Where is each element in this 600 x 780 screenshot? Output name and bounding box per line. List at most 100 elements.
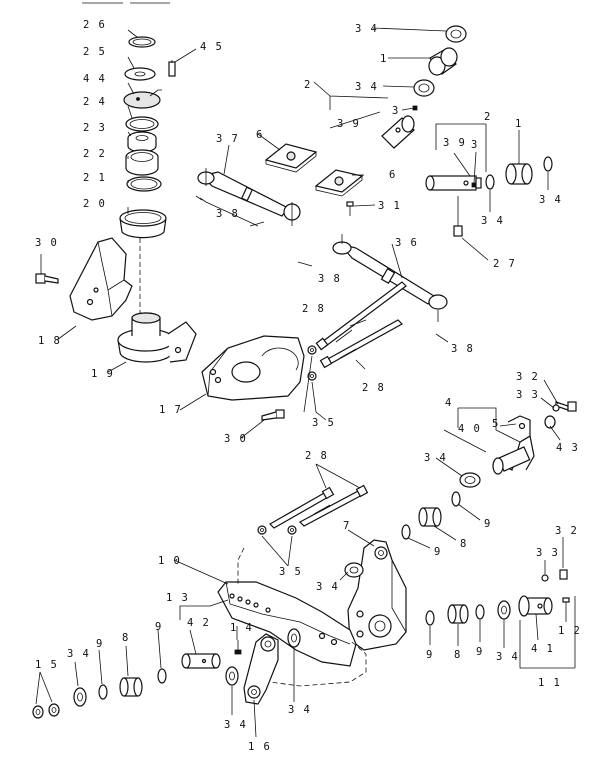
callout-7: 7 (343, 520, 351, 532)
callout-2-top: 2 (304, 79, 312, 91)
part-16-arm (243, 633, 279, 705)
callout-10: 1 0 (158, 555, 181, 567)
callout-4: 4 (445, 397, 453, 409)
callout-35-lower: 3 5 (279, 566, 302, 578)
leader-lines (35, 27, 576, 738)
callout-6-upper: 6 (256, 129, 264, 141)
part-1-bushing-right (505, 163, 533, 185)
part-15-nuts (32, 703, 60, 719)
part-12-pin-clip (562, 597, 570, 616)
part-27-screw (453, 196, 463, 237)
callout-38-right: 3 8 (451, 343, 474, 355)
part-10-axle-beam (217, 581, 357, 667)
part-30-bolt-lower (261, 409, 285, 421)
callout-9-e: 9 (96, 638, 104, 650)
part-17-axle-arm (201, 335, 305, 401)
callout-1-top: 1 (380, 53, 388, 65)
part-19-hub (117, 312, 197, 363)
part-41-shouldered-pin (518, 595, 553, 617)
callout-42: 4 2 (187, 617, 210, 629)
callout-37: 3 7 (216, 133, 239, 145)
callout-31: 3 1 (378, 200, 401, 212)
callout-32-upper: 3 2 (516, 371, 539, 383)
part-26-snap-ring (128, 36, 156, 48)
callout-9-a: 9 (484, 518, 492, 530)
callout-36: 3 6 (395, 237, 418, 249)
part-25-washer (124, 67, 156, 81)
part-34-washer-mid-left (344, 562, 364, 578)
callout-9-d: 9 (476, 646, 484, 658)
callout-15: 1 5 (35, 659, 58, 671)
callout-33-upper: 3 3 (516, 389, 539, 401)
callout-8-b: 8 (454, 649, 462, 661)
part-34-washer-16-right (287, 628, 301, 648)
part-9-ring-d (475, 604, 485, 620)
part-40-pin-bracket (492, 435, 535, 475)
part-9-ring-f (157, 668, 167, 684)
part-45-grease-nipple (168, 60, 176, 77)
part-34-washer-bottom-left (73, 687, 87, 707)
callout-45: 4 5 (200, 41, 223, 53)
callout-3-right: 3 (471, 139, 479, 151)
callout-13: 1 3 (166, 592, 189, 604)
part-32-bolt-lower (559, 569, 568, 580)
callout-9-b: 9 (434, 546, 442, 558)
callout-26: 2 6 (83, 19, 106, 31)
callout-30-lower: 3 0 (224, 433, 247, 445)
callout-24: 2 4 (83, 96, 106, 108)
part-34-washer-right-b (543, 156, 553, 172)
callout-1-right: 1 (515, 118, 523, 130)
callout-28-mid: 2 8 (362, 382, 385, 394)
callout-33-lower: 3 3 (536, 547, 559, 559)
part-35-nuts-lower (257, 525, 297, 535)
part-34-washer-center (459, 472, 481, 488)
callout-34-mid: 3 4 (355, 81, 378, 93)
callout-14: 1 4 (230, 622, 253, 634)
part-21-ring (126, 176, 162, 192)
part-9-ring-b (401, 524, 411, 540)
callout-23: 2 3 (83, 122, 106, 134)
part-33-washer-lower (541, 574, 549, 582)
callout-38-left: 3 8 (216, 208, 239, 220)
callout-34-16-left: 3 4 (224, 719, 247, 731)
callout-12: 1 2 (558, 625, 581, 637)
part-44-cap (123, 89, 162, 109)
callout-34-right-a: 3 4 (481, 215, 504, 227)
callout-39-right: 3 9 (443, 137, 466, 149)
part-8-bushing-a (418, 507, 442, 527)
callout-44: 4 4 (83, 73, 106, 85)
part-42-pin (181, 653, 221, 669)
callout-34-right-c: 3 4 (496, 651, 519, 663)
callout-11: 1 1 (538, 677, 561, 689)
callout-8-c: 8 (122, 632, 130, 644)
callout-34-center: 3 4 (424, 452, 447, 464)
part-18-knuckle-bracket (69, 237, 133, 321)
part-34-washer-16-left (225, 666, 239, 686)
callout-34-16-right: 3 4 (288, 704, 311, 716)
part-6-plate-lower (314, 169, 364, 197)
part-34-washer-mid (413, 79, 435, 97)
part-31-screw (346, 201, 354, 216)
callout-16: 1 6 (248, 741, 271, 753)
part-43-bushing (544, 415, 556, 429)
part-33-washer (552, 404, 560, 412)
callout-3-top: 3 (392, 105, 400, 117)
part-23-bearing-cone (127, 131, 157, 153)
part-9-ring-a (451, 491, 461, 507)
callout-8-a: 8 (460, 538, 468, 550)
callout-5: 5 (492, 418, 500, 430)
callout-41: 4 1 (531, 643, 554, 655)
callout-43: 4 3 (556, 442, 579, 454)
callout-30-left: 3 0 (35, 237, 58, 249)
part-24-seal (125, 116, 159, 132)
callout-35-upper: 3 5 (312, 417, 335, 429)
part-14-pin-small (234, 640, 242, 655)
callout-32-lower: 3 2 (555, 525, 578, 537)
callout-28-lower: 2 8 (305, 450, 328, 462)
part-8-bushing-b (447, 604, 469, 624)
callout-2-right: 2 (484, 111, 492, 123)
callout-38-mid: 3 8 (318, 273, 341, 285)
part-5-plate (507, 415, 531, 443)
callout-21: 2 1 (83, 172, 106, 184)
part-28-bolts-lower (269, 484, 369, 529)
